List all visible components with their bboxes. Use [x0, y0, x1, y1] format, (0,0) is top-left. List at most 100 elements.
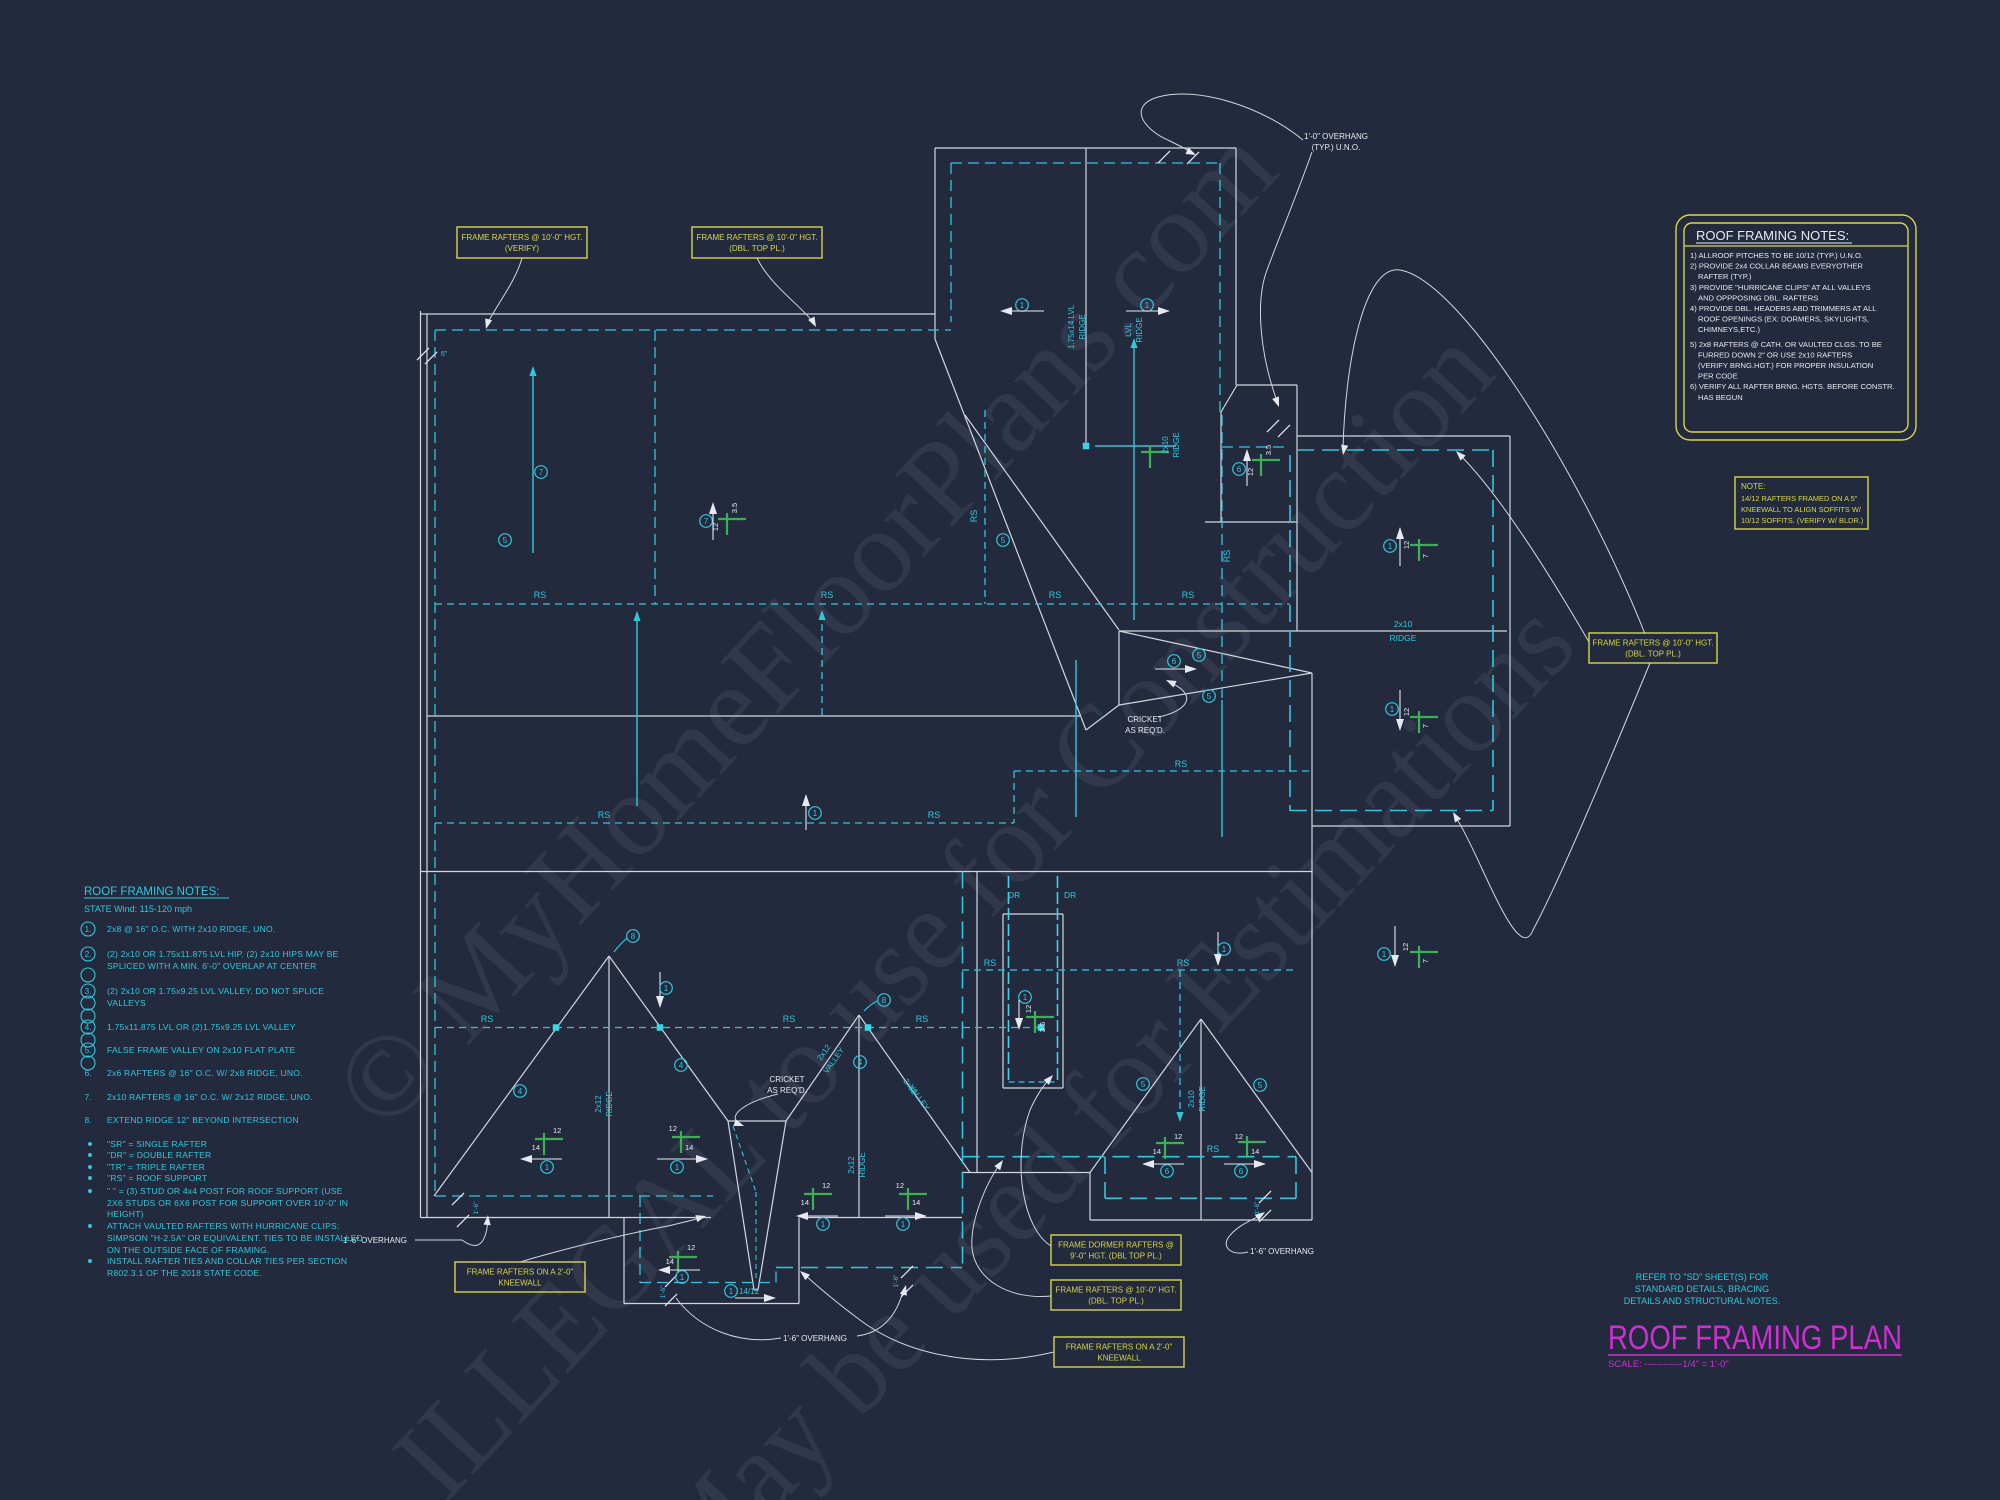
svg-text:RS: RS: [1177, 958, 1190, 968]
svg-text:RS: RS: [928, 810, 941, 820]
svg-text:DR: DR: [1064, 890, 1076, 900]
svg-text:1'-6": 1'-6": [893, 1274, 900, 1288]
svg-text:6: 6: [1237, 465, 1242, 474]
svg-text:AS REQ'D.: AS REQ'D.: [767, 1086, 807, 1095]
svg-text:5: 5: [1197, 651, 1202, 660]
svg-text:4: 4: [858, 1058, 863, 1067]
svg-text:RS: RS: [1182, 590, 1195, 600]
svg-text:(DBL. TOP PL.): (DBL. TOP PL.): [729, 244, 785, 253]
svg-text:ROOF FRAMING PLAN: ROOF FRAMING PLAN: [1608, 1319, 1902, 1357]
svg-text:2x10: 2x10: [1161, 436, 1170, 454]
svg-text:12: 12: [1402, 708, 1411, 716]
svg-text:HAS BEGUN: HAS BEGUN: [1698, 393, 1743, 402]
svg-text:"TR" = TRIPLE RAFTER: "TR" = TRIPLE RAFTER: [107, 1162, 205, 1172]
svg-text:(VERIFY): (VERIFY): [505, 244, 540, 253]
svg-text:1'-6": 1'-6": [1254, 1201, 1261, 1215]
svg-text:4: 4: [679, 1061, 684, 1070]
svg-text:KNEEWALL: KNEEWALL: [1097, 1354, 1141, 1363]
svg-text:DETAILS AND STRUCTURAL NOTES.: DETAILS AND STRUCTURAL NOTES.: [1624, 1296, 1781, 1306]
svg-text:4) PROVIDE DBL. HEADERS ABD TR: 4) PROVIDE DBL. HEADERS ABD TRIMMERS AT …: [1690, 304, 1877, 313]
svg-text:RAFTER (TYP.): RAFTER (TYP.): [1698, 272, 1752, 281]
svg-text:RS: RS: [783, 1014, 796, 1024]
svg-text:1: 1: [1145, 301, 1150, 310]
svg-text:1: 1: [664, 984, 669, 993]
svg-text:2x8 @ 16" O.C. WITH 2x10 RIDGE: 2x8 @ 16" O.C. WITH 2x10 RIDGE, UNO.: [107, 924, 275, 934]
svg-text:VALLEYS: VALLEYS: [107, 998, 146, 1008]
svg-text:1: 1: [1390, 705, 1395, 714]
svg-text:"DR" = DOUBLE RAFTER: "DR" = DOUBLE RAFTER: [107, 1150, 211, 1160]
svg-text:7: 7: [1421, 724, 1430, 728]
svg-text:(DBL. TOP PL.): (DBL. TOP PL.): [1088, 1297, 1144, 1306]
svg-text:14: 14: [912, 1198, 920, 1207]
svg-text:12: 12: [1246, 468, 1255, 476]
svg-text:12: 12: [1401, 943, 1410, 951]
svg-text:RIDGE: RIDGE: [605, 1091, 614, 1116]
svg-text:SPLICED WITH A MIN. 6'-0" OVER: SPLICED WITH A MIN. 6'-0" OVERLAP AT CEN…: [107, 961, 317, 971]
svg-text:"RS" = ROOF SUPPORT: "RS" = ROOF SUPPORT: [107, 1173, 208, 1183]
svg-text:KNEEWALL: KNEEWALL: [498, 1279, 542, 1288]
svg-text:RS: RS: [1049, 590, 1062, 600]
svg-text:3.: 3.: [85, 987, 92, 996]
svg-text:5.: 5.: [85, 1046, 92, 1055]
svg-text:6: 6: [1172, 657, 1177, 666]
svg-text:SIMPSON "H-2.5A" OR EQUIVALENT: SIMPSON "H-2.5A" OR EQUIVALENT. TIES TO …: [107, 1233, 363, 1243]
svg-text:12: 12: [1174, 1132, 1182, 1141]
svg-text:8: 8: [631, 932, 636, 941]
svg-text:DR: DR: [1008, 890, 1020, 900]
svg-text:RS: RS: [1207, 1144, 1220, 1154]
svg-text:8.: 8.: [85, 1116, 92, 1125]
svg-text:ROOF OPENINGS (EX: DORMERS, SK: ROOF OPENINGS (EX: DORMERS, SKYLIGHTS,: [1698, 315, 1869, 324]
svg-text:1'-6" OVERHANG: 1'-6" OVERHANG: [343, 1236, 407, 1245]
svg-text:1.75x11.875 LVL OR (2)1.75x9.2: 1.75x11.875 LVL OR (2)1.75x9.25 LVL VALL…: [107, 1022, 296, 1032]
svg-text:7: 7: [1421, 554, 1430, 558]
svg-text:1: 1: [901, 1220, 906, 1229]
svg-text:LVL: LVL: [1124, 323, 1133, 337]
svg-text:1'-6" OVERHANG: 1'-6" OVERHANG: [783, 1334, 847, 1343]
svg-text:RIDGE: RIDGE: [1198, 1086, 1207, 1111]
svg-text:1: 1: [1382, 950, 1387, 959]
svg-text:1: 1: [821, 1220, 826, 1229]
svg-text:FRAME RAFTERS @ 10'-0" HGT.: FRAME RAFTERS @ 10'-0" HGT.: [1056, 1286, 1177, 1295]
svg-text:5: 5: [503, 536, 508, 545]
svg-text:(2) 2x10 OR 1.75x9.25 LVL VALL: (2) 2x10 OR 1.75x9.25 LVL VALLEY. DO NOT…: [107, 986, 324, 996]
svg-text:4.: 4.: [85, 1023, 92, 1032]
svg-text:2x10 RAFTERS @ 16" O.C. W/ 2x1: 2x10 RAFTERS @ 16" O.C. W/ 2x12 RIDGE, U…: [107, 1092, 313, 1102]
svg-text:RIDGE: RIDGE: [1390, 633, 1417, 643]
svg-text:5: 5: [1001, 536, 1006, 545]
svg-text:14: 14: [685, 1143, 693, 1152]
svg-text:FURRED DOWN 2" OR USE 2x10 RAF: FURRED DOWN 2" OR USE 2x10 RAFTERS: [1698, 350, 1852, 359]
svg-text:RIDGE: RIDGE: [1078, 314, 1087, 339]
svg-text:RS: RS: [598, 810, 611, 820]
svg-text:14: 14: [1251, 1147, 1259, 1156]
svg-text:2x12: 2x12: [847, 1156, 856, 1174]
svg-text:12: 12: [1402, 541, 1411, 549]
svg-text:AND OPPPOSING DBL. RAFTERS: AND OPPPOSING DBL. RAFTERS: [1698, 293, 1818, 302]
svg-text:NOTE:: NOTE:: [1741, 482, 1765, 491]
svg-text:INSTALL RAFTER TIES AND COLLAR: INSTALL RAFTER TIES AND COLLAR TIES PER …: [107, 1256, 347, 1266]
svg-text:STANDARD DETAILS, BRACING: STANDARD DETAILS, BRACING: [1635, 1284, 1769, 1294]
svg-text:14: 14: [1153, 1147, 1161, 1156]
svg-text:5: 5: [1141, 1080, 1146, 1089]
svg-text:1: 1: [675, 1163, 680, 1172]
svg-text:RS: RS: [969, 510, 979, 523]
svg-text:RIDGE: RIDGE: [858, 1152, 867, 1177]
svg-text:FRAME RAFTERS @ 10'-0" HGT.: FRAME RAFTERS @ 10'-0" HGT.: [697, 233, 818, 242]
svg-text:ROOF FRAMING NOTES:: ROOF FRAMING NOTES:: [84, 886, 219, 898]
svg-text:7: 7: [1421, 959, 1430, 963]
svg-text:RIDGE: RIDGE: [1135, 317, 1144, 342]
svg-text:1'-6": 1'-6": [660, 1285, 667, 1299]
svg-text:(DBL. TOP PL.): (DBL. TOP PL.): [1625, 650, 1681, 659]
svg-text:8: 8: [882, 996, 887, 1005]
svg-text:2x12: 2x12: [594, 1095, 603, 1113]
svg-text:CRICKET: CRICKET: [1127, 715, 1162, 724]
svg-text:1: 1: [729, 1287, 734, 1296]
svg-text:2x10: 2x10: [1187, 1090, 1196, 1108]
svg-text:1) ALLROOF PITCHES TO BE 10/1: 1) ALLROOF PITCHES TO BE 10/12 (TYP.) U.…: [1690, 251, 1863, 260]
svg-text:RS: RS: [821, 590, 834, 600]
svg-text:4: 4: [518, 1087, 523, 1096]
svg-text:3.5: 3.5: [1264, 445, 1273, 455]
svg-text:12: 12: [669, 1124, 677, 1133]
svg-text:14/12: 14/12: [739, 1287, 760, 1296]
svg-text:RIDGE: RIDGE: [1172, 432, 1181, 457]
svg-text:EXTEND RIDGE 12" BEYOND INTERS: EXTEND RIDGE 12" BEYOND INTERSECTION: [107, 1115, 299, 1125]
